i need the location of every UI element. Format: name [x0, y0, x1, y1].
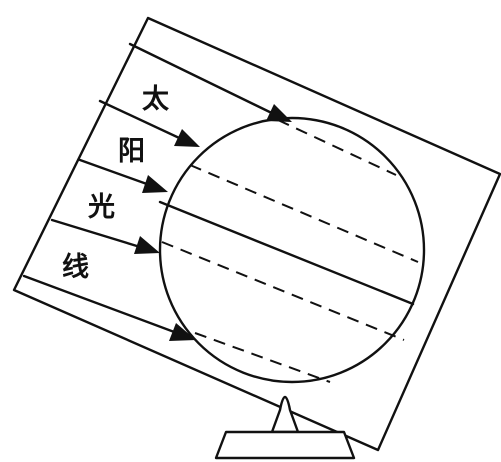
stand-post — [272, 397, 298, 432]
globe-stand — [216, 397, 354, 458]
illumination-plane — [14, 18, 500, 450]
latitude-line-1 — [278, 120, 396, 175]
terminator-line — [160, 202, 413, 304]
arrowhead-1 — [266, 104, 292, 122]
label-char-3: 光 — [87, 192, 115, 223]
stand-base — [216, 432, 354, 458]
arrowhead-4 — [134, 236, 160, 254]
globe — [160, 118, 424, 382]
sun-ray-4 — [52, 220, 150, 250]
latitude-line-2 — [190, 165, 418, 262]
latitude-line-3 — [162, 242, 404, 340]
arrowhead-2 — [174, 129, 200, 147]
label-char-4: 线 — [62, 252, 89, 283]
label-char-1: 太 — [142, 84, 170, 115]
label-char-2: 阳 — [118, 136, 145, 167]
globe-outline — [160, 118, 424, 382]
arrowhead-3 — [142, 175, 168, 193]
